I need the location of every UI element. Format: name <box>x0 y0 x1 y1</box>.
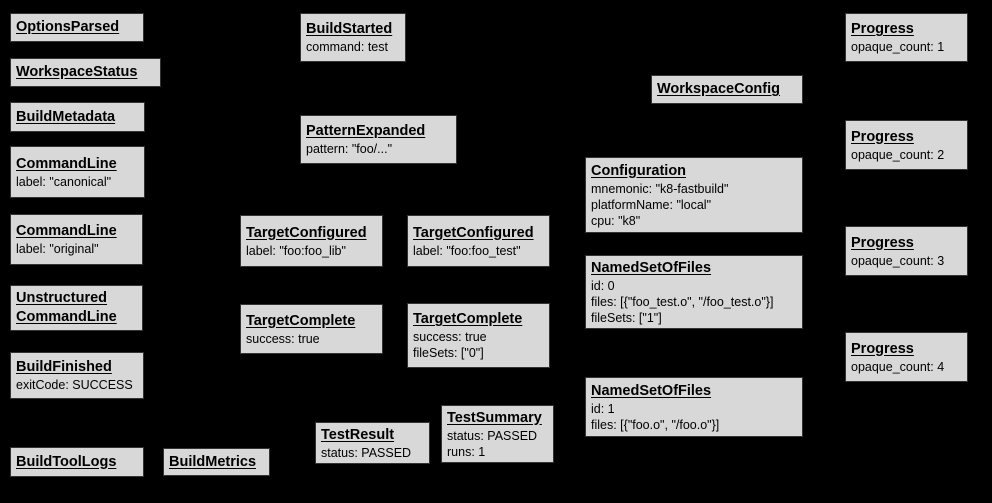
event-node-title: TestResult <box>321 426 395 443</box>
event-node-command-line-original: CommandLine label: "original" <box>10 214 143 265</box>
event-node-field: pattern: "foo/..." <box>306 142 393 156</box>
event-node-title: BuildStarted <box>306 21 393 37</box>
event-node-field: id: 1 <box>591 401 615 416</box>
event-node-title: BuildFinished <box>16 359 112 375</box>
event-node-title: Progress <box>851 128 914 145</box>
event-node-field: opaque_count: 1 <box>851 40 945 54</box>
event-node-build-started: BuildStarted command: test <box>300 13 406 62</box>
event-node-field: runs: 1 <box>447 444 486 459</box>
event-node-title: Progress <box>851 234 914 251</box>
event-node-field: id: 0 <box>591 278 615 293</box>
event-node-workspace-status: WorkspaceStatus <box>10 58 161 87</box>
event-node-fields: opaque_count: 4 <box>851 359 962 375</box>
event-node-fields: label: "canonical" <box>16 174 139 190</box>
event-node-title: OptionsParsed <box>16 19 120 35</box>
event-node-fields: label: "foo:foo_test" <box>413 243 544 259</box>
event-node-title: PatternExpanded <box>306 123 426 139</box>
event-node-title: CommandLine <box>16 155 117 172</box>
event-node-field: status: PASSED <box>321 445 412 460</box>
event-node-title: Progress <box>851 21 914 37</box>
event-node-field: label: "original" <box>16 242 99 256</box>
event-node-build-metrics: BuildMetrics <box>163 448 270 476</box>
event-node-title: Progress <box>851 340 914 357</box>
event-node-title: NamedSetOfFiles <box>591 382 712 399</box>
event-node-field: fileSets: ["0"] <box>413 346 484 360</box>
event-node-title: BuildMetrics <box>169 453 257 470</box>
event-node-field: opaque_count: 4 <box>851 359 945 374</box>
event-node-target-complete-foo-test: TargetComplete success: true fileSets: ["… <box>407 303 550 368</box>
event-node-field: status: PASSED <box>447 428 538 443</box>
event-node-title: BuildToolLogs <box>16 453 117 470</box>
event-node-field: opaque_count: 2 <box>851 147 945 162</box>
event-node-command-line-canonical: CommandLine label: "canonical" <box>10 146 145 198</box>
event-node-field: label: "canonical" <box>16 174 112 189</box>
event-node-field: fileSets: ["1"] <box>591 310 662 325</box>
event-node-unstructured-command-line: Unstructured CommandLine <box>10 285 143 331</box>
event-node-title: TargetConfigured <box>413 224 534 241</box>
event-node-fields: label: "foo:foo_lib" <box>246 243 377 259</box>
event-node-title: WorkspaceConfig <box>657 81 781 97</box>
event-node-progress-1: Progress opaque_count: 1 <box>845 13 968 62</box>
event-node-title: WorkspaceStatus <box>16 64 138 80</box>
event-node-pattern-expanded: PatternExpanded pattern: "foo/..." <box>300 115 457 164</box>
event-node-build-metadata: BuildMetadata <box>10 102 145 132</box>
event-node-fields: opaque_count: 1 <box>851 39 962 55</box>
event-node-target-complete-foo-lib: TargetComplete success: true <box>240 304 383 354</box>
event-node-fields: status: PASSED <box>321 445 424 461</box>
event-node-fields: label: "original" <box>16 241 137 257</box>
event-node-options-parsed: OptionsParsed <box>10 13 144 42</box>
event-node-workspace-config: WorkspaceConfig <box>651 75 803 104</box>
event-node-target-configured-foo-lib: TargetConfigured label: "foo:foo_lib" <box>240 215 383 267</box>
event-node-field: success: true <box>413 330 487 344</box>
event-node-field: opaque_count: 3 <box>851 253 945 268</box>
event-node-field: files: [{"foo_test.o", "/foo_test.o"}] <box>591 294 774 309</box>
event-node-build-finished: BuildFinished exitCode: SUCCESS <box>10 352 144 399</box>
event-node-title: TargetComplete <box>246 312 356 329</box>
event-node-fields: pattern: "foo/..." <box>306 141 451 157</box>
event-node-title: Configuration <box>591 162 687 179</box>
event-node-title: NamedSetOfFiles <box>591 259 712 276</box>
event-node-title: TargetComplete <box>413 311 523 327</box>
event-node-fields: success: true <box>246 331 377 347</box>
event-node-progress-3: Progress opaque_count: 3 <box>845 226 968 276</box>
event-node-field: mnemonic: "k8-fastbuild" <box>591 181 729 196</box>
event-node-progress-4: Progress opaque_count: 4 <box>845 332 968 382</box>
event-node-title: TestSummary <box>447 409 542 426</box>
event-node-title: BuildMetadata <box>16 108 116 125</box>
event-node-fields: command: test <box>306 39 400 55</box>
event-node-field: label: "foo:foo_test" <box>413 243 521 258</box>
event-node-title: Unstructured CommandLine <box>16 290 117 325</box>
event-node-build-tool-logs: BuildToolLogs <box>10 447 144 477</box>
event-node-fields: success: true fileSets: ["0"] <box>413 329 544 361</box>
event-node-test-result: TestResult status: PASSED <box>315 422 430 464</box>
event-node-progress-2: Progress opaque_count: 2 <box>845 120 968 170</box>
event-node-field: success: true <box>246 331 320 346</box>
event-node-field: label: "foo:foo_lib" <box>246 243 346 258</box>
event-node-configuration: Configuration mnemonic: "k8-fastbuild"pl… <box>585 157 803 233</box>
event-node-title: CommandLine <box>16 223 117 239</box>
event-node-field: command: test <box>306 40 388 54</box>
event-node-fields: mnemonic: "k8-fastbuild"platformName: "l… <box>591 181 797 229</box>
event-node-fields: exitCode: SUCCESS <box>16 377 138 393</box>
event-node-fields: opaque_count: 2 <box>851 147 962 163</box>
event-node-target-configured-foo-test: TargetConfigured label: "foo:foo_test" <box>407 215 550 267</box>
event-node-field: platformName: "local" <box>591 197 712 212</box>
event-node-title: TargetConfigured <box>246 224 367 241</box>
event-node-field: files: [{"foo.o", "/foo.o"}] <box>591 417 720 432</box>
event-node-field: cpu: "k8" <box>591 213 641 228</box>
event-node-fields: opaque_count: 3 <box>851 253 962 269</box>
event-node-field: exitCode: SUCCESS <box>16 378 133 392</box>
